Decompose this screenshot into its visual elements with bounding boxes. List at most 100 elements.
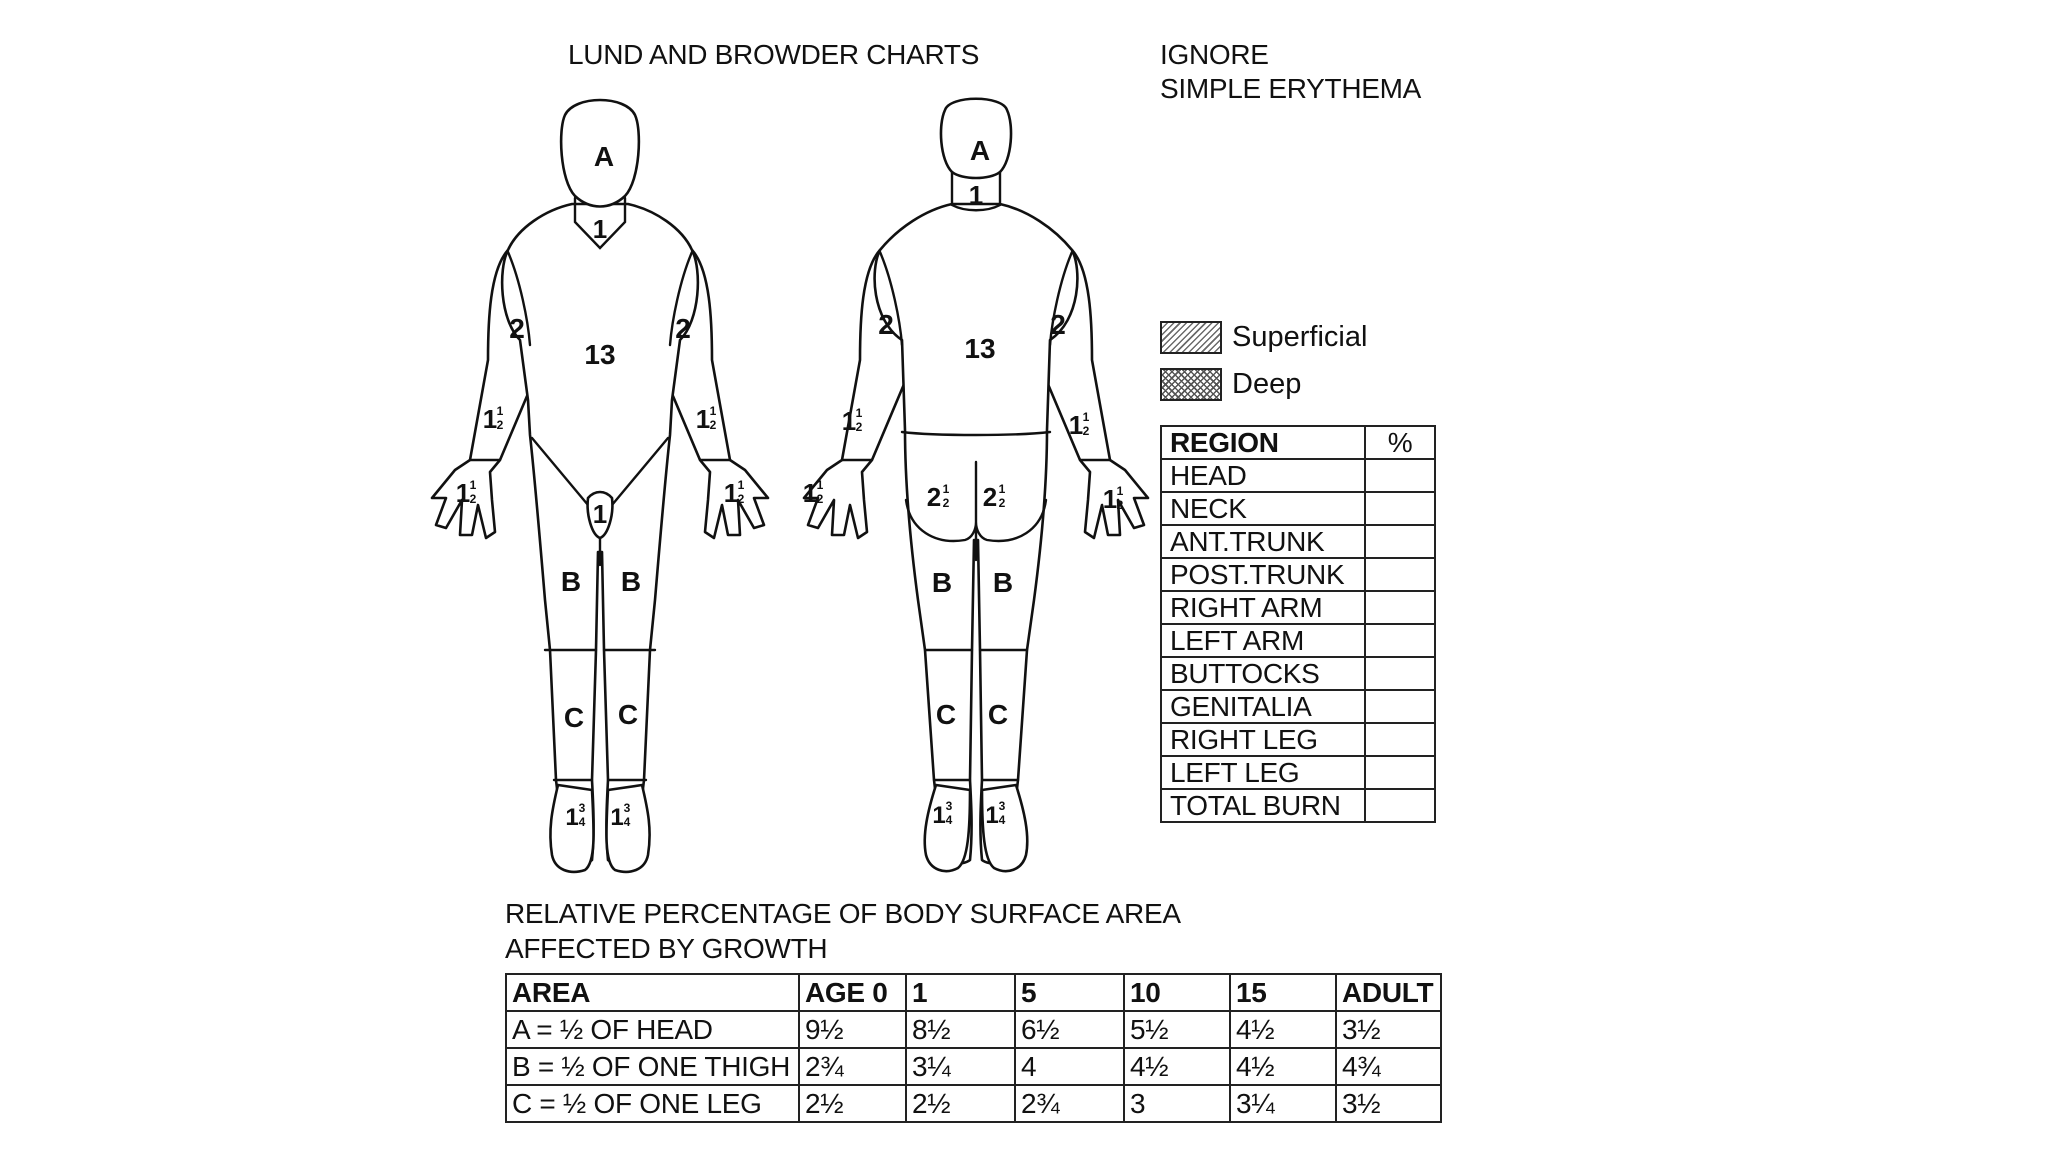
front-forearm-right-frac-den: 2 — [710, 418, 717, 432]
region-percent-cell[interactable] — [1365, 657, 1435, 690]
back-forearm-left-frac-num: 1 — [856, 406, 863, 420]
back-forearm-left-label: 1 — [842, 406, 856, 436]
back-thigh-right-label: B — [993, 567, 1013, 598]
region-row-genitalia: GENITALIA — [1161, 690, 1435, 723]
back-foot-left-label: 1 — [932, 802, 945, 829]
region-percent-cell[interactable] — [1365, 624, 1435, 657]
back-hand-left-frac-den: 2 — [817, 492, 824, 506]
region-row-post-trunk: POST.TRUNK — [1161, 558, 1435, 591]
value-cell: 5½ — [1124, 1011, 1230, 1048]
region-label: HEAD — [1161, 459, 1365, 492]
back-foot-right-frac-den: 4 — [999, 813, 1006, 827]
back-leg-left-label: C — [936, 699, 956, 730]
back-hand-right-frac-num: 1 — [1117, 484, 1124, 498]
region-percent-cell[interactable] — [1365, 690, 1435, 723]
back-head-label: A — [970, 135, 990, 166]
back-hand-left-label: 1 — [803, 478, 817, 508]
value-cell: 2¾ — [1015, 1085, 1124, 1122]
adult-header: ADULT — [1336, 974, 1441, 1011]
growth-row-a: A = ½ OF HEAD 9½ 8½ 6½ 5½ 4½ 3½ — [506, 1011, 1441, 1048]
front-leg-left-label: C — [564, 702, 584, 733]
front-neck-label: 1 — [593, 214, 607, 244]
region-percent-cell[interactable] — [1365, 591, 1435, 624]
back-foot-right-label: 1 — [985, 802, 998, 829]
back-buttock-right-frac-num: 1 — [999, 482, 1006, 496]
region-label: POST.TRUNK — [1161, 558, 1365, 591]
front-thigh-left-label: B — [561, 566, 581, 597]
region-percent-cell[interactable] — [1365, 558, 1435, 591]
region-label: LEFT ARM — [1161, 624, 1365, 657]
deep-swatch — [1160, 368, 1222, 401]
front-hand-left-frac-num: 1 — [470, 478, 477, 492]
growth-row-b: B = ½ OF ONE THIGH 2¾ 3¼ 4 4½ 4½ 4¾ — [506, 1048, 1441, 1085]
back-leg-right-label: C — [988, 699, 1008, 730]
region-label: TOTAL BURN — [1161, 789, 1365, 822]
region-percent-cell[interactable] — [1365, 492, 1435, 525]
value-cell: 2½ — [906, 1085, 1015, 1122]
front-foot-right-frac-num: 3 — [624, 801, 631, 815]
value-cell: 4½ — [1124, 1048, 1230, 1085]
value-cell: 2¾ — [799, 1048, 906, 1085]
front-foot-right-label: 1 — [610, 804, 623, 831]
back-foot-left-frac-num: 3 — [946, 799, 953, 813]
region-label: NECK — [1161, 492, 1365, 525]
region-percent-cell[interactable] — [1365, 723, 1435, 756]
region-row-left-leg: LEFT LEG — [1161, 756, 1435, 789]
region-row-right-leg: RIGHT LEG — [1161, 723, 1435, 756]
front-figure: A 1 13 2 2 1 1 2 1 1 2 1 1 2 1 1 2 1 B B… — [432, 100, 768, 872]
area-cell: A = ½ OF HEAD — [506, 1011, 799, 1048]
back-forearm-left-frac-den: 2 — [856, 420, 863, 434]
front-foot-left-frac-num: 3 — [579, 801, 586, 815]
value-cell: 4½ — [1230, 1048, 1336, 1085]
front-hand-right-frac-num: 1 — [738, 478, 745, 492]
age-5-header: 5 — [1015, 974, 1124, 1011]
area-header: AREA — [506, 974, 799, 1011]
region-label: ANT.TRUNK — [1161, 525, 1365, 558]
back-buttock-right-label: 2 — [983, 482, 997, 512]
front-hand-left-frac-den: 2 — [470, 492, 477, 506]
region-row-head: HEAD — [1161, 459, 1435, 492]
front-foot-right-frac-den: 4 — [624, 815, 631, 829]
region-table: REGION % HEAD NECK ANT.TRUNK POST.TRUNK … — [1160, 425, 1436, 823]
superficial-swatch — [1160, 321, 1222, 354]
front-upper-arm-right-label: 2 — [675, 313, 691, 344]
region-percent-cell[interactable] — [1365, 756, 1435, 789]
growth-header-row: AREA AGE 0 1 5 10 15 ADULT — [506, 974, 1441, 1011]
region-label: RIGHT ARM — [1161, 591, 1365, 624]
growth-caption-line-1: RELATIVE PERCENTAGE OF BODY SURFACE AREA — [505, 897, 1181, 931]
front-foot-left-frac-den: 4 — [579, 815, 586, 829]
front-genitalia-label: 1 — [593, 499, 607, 529]
front-hand-left-label: 1 — [456, 478, 470, 508]
front-head-label: A — [594, 141, 614, 172]
percent-header: % — [1365, 426, 1435, 459]
value-cell: 3¼ — [906, 1048, 1015, 1085]
region-percent-cell[interactable] — [1365, 459, 1435, 492]
back-neck-label: 1 — [969, 180, 983, 210]
front-trunk-label: 13 — [584, 339, 615, 370]
front-forearm-right-frac-num: 1 — [710, 404, 717, 418]
front-thigh-right-label: B — [621, 566, 641, 597]
growth-row-c: C = ½ OF ONE LEG 2½ 2½ 2¾ 3 3¼ 3½ — [506, 1085, 1441, 1122]
growth-table: AREA AGE 0 1 5 10 15 ADULT A = ½ OF HEAD… — [505, 973, 1442, 1123]
region-label: GENITALIA — [1161, 690, 1365, 723]
region-row-neck: NECK — [1161, 492, 1435, 525]
region-percent-cell[interactable] — [1365, 525, 1435, 558]
value-cell: 8½ — [906, 1011, 1015, 1048]
front-upper-arm-left-label: 2 — [509, 313, 525, 344]
back-buttock-left-label: 2 — [927, 482, 941, 512]
back-figure: A 1 13 2 2 1 1 2 1 1 2 1 1 2 1 1 2 2 1 2… — [803, 99, 1148, 871]
region-row-ant-trunk: ANT.TRUNK — [1161, 525, 1435, 558]
front-foot-left-label: 1 — [565, 804, 578, 831]
back-foot-left-frac-den: 4 — [946, 813, 953, 827]
back-upper-arm-left-label: 2 — [878, 309, 894, 340]
region-table-header: REGION % — [1161, 426, 1435, 459]
front-forearm-right-label: 1 — [696, 404, 710, 434]
back-forearm-right-frac-num: 1 — [1083, 410, 1090, 424]
value-cell: 3½ — [1336, 1011, 1441, 1048]
value-cell: 3¼ — [1230, 1085, 1336, 1122]
region-row-right-arm: RIGHT ARM — [1161, 591, 1435, 624]
back-buttock-left-frac-num: 1 — [943, 482, 950, 496]
region-percent-cell[interactable] — [1365, 789, 1435, 822]
region-label: LEFT LEG — [1161, 756, 1365, 789]
back-hand-right-frac-den: 2 — [1117, 498, 1124, 512]
